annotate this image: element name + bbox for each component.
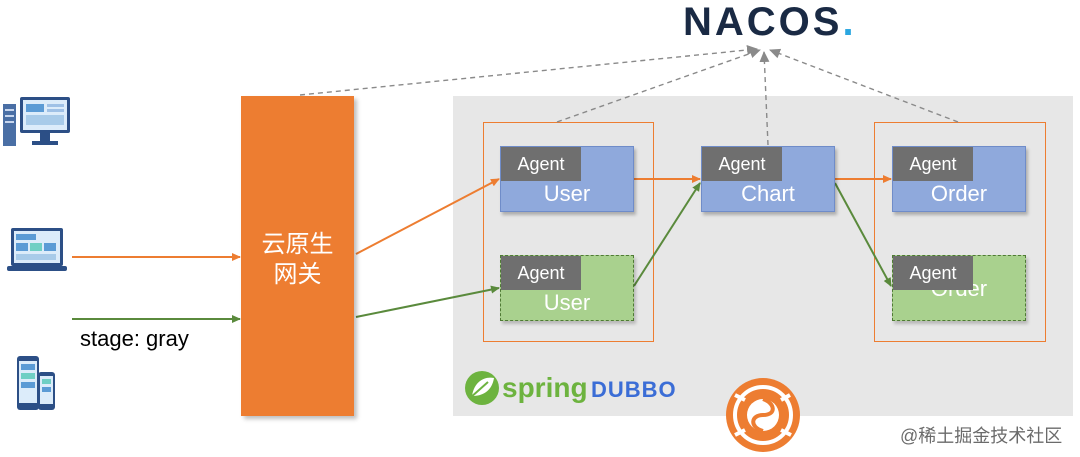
spring-logo-text: spring [502, 372, 588, 403]
gateway-label-line1: 云原生 [261, 231, 334, 258]
gateway-to-user-arrow [355, 178, 500, 255]
gray-stage-label: stage: gray [80, 326, 189, 351]
order-service-label: Order [930, 181, 988, 206]
nacos-logo-text: NACOS [683, 0, 843, 44]
watermark: @稀土掘金技术社区 [900, 426, 1063, 446]
dubbo-logo-text: DUBBO [591, 377, 677, 402]
mobile-devices-icon [17, 356, 55, 410]
nacos-registration-lines [299, 45, 959, 146]
user-service-label: User [543, 181, 591, 206]
gray-user-service-box: Agent User [500, 255, 634, 321]
web-browser-icon [7, 228, 67, 271]
nacos-logo: NACOS. [683, 0, 857, 45]
chart-service-label: Chart [741, 181, 795, 206]
cloud-native-gateway: 云原生 网关 [241, 96, 354, 416]
user-service-box: Agent User [500, 146, 634, 212]
chart-to-gray-order-arrow [834, 182, 892, 287]
order-service-box: Agent Order [892, 146, 1026, 212]
gray-order-service-box: Order Agent [892, 255, 1026, 321]
server-desktop-icon [3, 97, 70, 146]
agent-badge: Agent [501, 147, 581, 181]
gateway-label-line2: 网关 [273, 261, 322, 288]
agent-badge: Agent [501, 256, 581, 290]
agent-badge: Agent [893, 147, 973, 181]
sentinel-swirl-icon [726, 378, 800, 452]
chart-service-box: Agent Chart [701, 146, 835, 212]
nacos-logo-dot: . [842, 0, 857, 44]
gateway-to-gray-user-arrow [355, 285, 500, 318]
agent-badge: Agent [702, 147, 782, 181]
order-service-group [874, 122, 1046, 342]
spring-leaf-icon [465, 371, 499, 405]
agent-badge: Agent [893, 256, 973, 290]
gray-user-service-label: User [543, 290, 591, 315]
user-service-group [483, 122, 654, 342]
gray-user-to-chart-arrow [633, 182, 701, 287]
